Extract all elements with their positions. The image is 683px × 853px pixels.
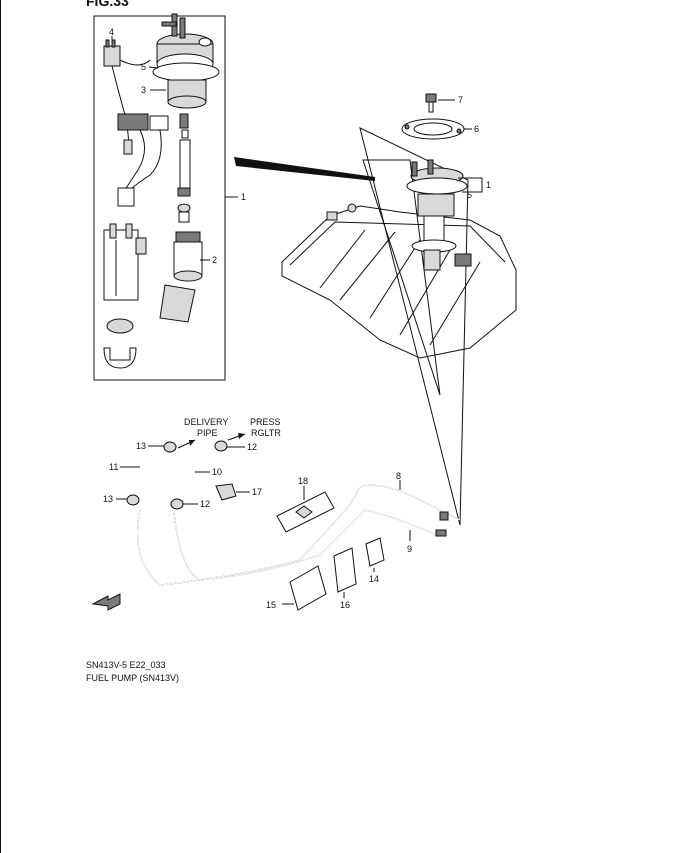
fuel-level-tube: [177, 113, 191, 223]
pipe-8-end: [439, 511, 449, 521]
fuel-pump: [159, 231, 203, 323]
delivery-arrowhead: [189, 440, 195, 446]
retaining-clip: [106, 318, 134, 334]
pipe-clamp-14: [365, 537, 385, 567]
delivery-note-line2: PIPE: [197, 428, 218, 438]
callout-7: 7: [458, 95, 463, 105]
callout-2: 2: [212, 255, 217, 265]
installed-pump-module: [406, 159, 472, 271]
callout-14: 14: [369, 574, 379, 584]
hose-clamp-12-bottom: [170, 498, 184, 510]
callout-4: 4: [109, 27, 114, 37]
press-note-line2: RGLTR: [251, 428, 281, 438]
bracket-18-hole: [295, 505, 313, 519]
callout-9: 9: [407, 544, 412, 554]
fuel-hose-10-inner: [176, 448, 212, 504]
callout-3: 3: [141, 85, 146, 95]
hose-clamp-13-top: [163, 441, 177, 453]
callout-12-bottom: 12: [200, 499, 210, 509]
callout-15: 15: [266, 600, 276, 610]
pump-holder: [103, 347, 137, 369]
callout-5-left: 5: [141, 62, 146, 72]
pipe-9-end: [435, 529, 447, 537]
figure-number: FIG.33: [86, 0, 129, 9]
figure-code: SN413V-5 E22_033: [86, 660, 166, 670]
callout-16: 16: [340, 600, 350, 610]
fuel-pipe-8-inner: [137, 484, 461, 586]
page-border: [0, 0, 1, 853]
callout-13-bottom: 13: [103, 494, 113, 504]
pointer-arrow: [234, 157, 375, 181]
press-arrowhead: [238, 433, 245, 439]
wiring-harness: [111, 65, 169, 207]
pipe-clamp-16: [333, 547, 357, 593]
callout-8: 8: [396, 471, 401, 481]
callout-17: 17: [252, 487, 262, 497]
callout-10: 10: [212, 467, 222, 477]
delivery-note-line1: DELIVERY: [184, 417, 228, 427]
callout-5-right: 5: [467, 190, 472, 200]
assembly-box: [93, 15, 226, 381]
pump-flange-assembly: [152, 13, 220, 109]
lock-ring: [401, 118, 465, 140]
callout-12-top: 12: [247, 442, 257, 452]
callout-18: 18: [298, 476, 308, 486]
callout-1-right: 1: [486, 180, 491, 190]
fuel-pipe-9-inner: [173, 509, 437, 581]
fuel-hose-11-inner: [136, 451, 164, 499]
callout-1: 1: [241, 192, 246, 202]
pump-housing-bracket: [103, 223, 147, 301]
press-note-line1: PRESS: [250, 417, 281, 427]
view-outline-inner: [362, 159, 441, 396]
hose-clamp-12-top: [214, 440, 228, 452]
bracket-1-5: [458, 177, 483, 193]
leader-5-left: [148, 66, 159, 69]
callout-11: 11: [109, 462, 118, 472]
callout-13-top: 13: [136, 441, 146, 451]
fuel-pipe-8: [137, 484, 461, 586]
callout-6: 6: [474, 124, 479, 134]
hose-clamp-13-bottom: [126, 494, 140, 506]
front-arrow-icon: [91, 593, 121, 611]
view-outline: [359, 127, 469, 526]
figure-title: FUEL PUMP (SN413V): [86, 673, 180, 683]
pipe-clip-17: [215, 483, 237, 501]
bolt: [425, 93, 437, 113]
pipe-clamp-15: [289, 565, 327, 611]
